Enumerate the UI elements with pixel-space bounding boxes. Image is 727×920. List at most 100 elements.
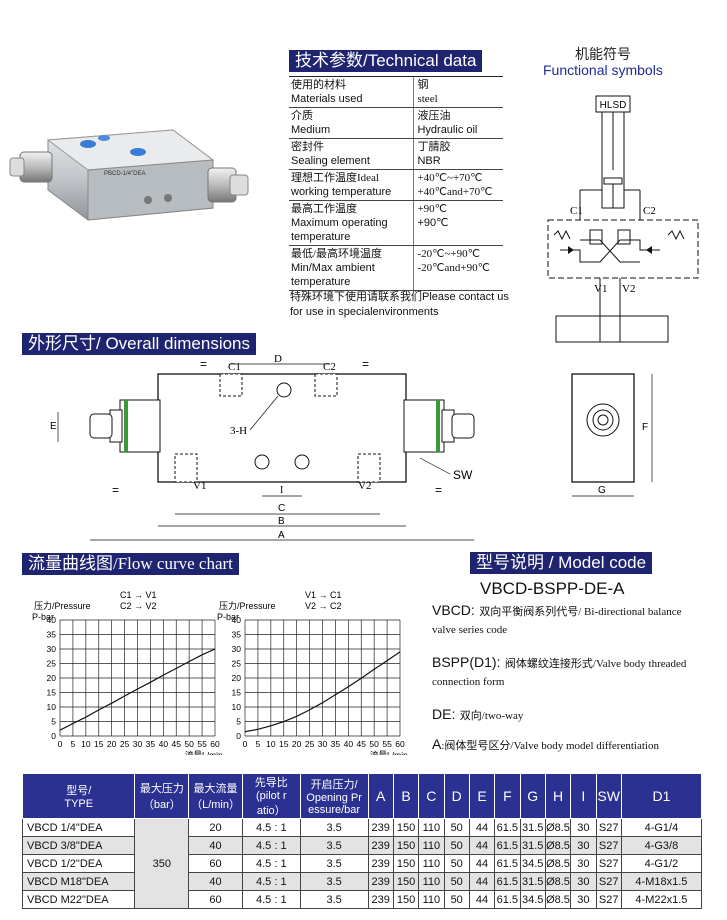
tech-value-cn: +40℃~+70℃ (417, 172, 483, 184)
dim-c1: C1 (228, 361, 241, 373)
cell-d: 50 (443, 854, 470, 873)
cell-b: 150 (392, 854, 420, 873)
cell-e: 44 (468, 872, 496, 891)
cell-g: 34.5 (519, 890, 546, 909)
y-axis-unit: P-bar (217, 612, 239, 622)
valve-photo: PBCD-1/4"DEA (9, 129, 249, 221)
cell-d1: 4-G1/2 (620, 854, 703, 873)
functional-symbol-diagram: HLSD C1 C2 V1 V2 (547, 95, 699, 343)
tech-value-cn: -20℃~+90℃ (417, 248, 480, 260)
cell-flow: 20 (188, 818, 243, 837)
dim-v1: V1 (193, 480, 206, 492)
cell-h: Ø8.5 (544, 872, 572, 891)
header-col-e: E (468, 773, 496, 819)
tech-label-en: Sealing element (291, 155, 370, 167)
header-col-f: F (494, 773, 521, 819)
cell-pilot: 4.5 : 1 (241, 854, 301, 873)
cell-i: 30 (570, 836, 597, 855)
cell-pilot: 4.5 : 1 (241, 836, 301, 855)
tech-value-cn: +90℃ (417, 203, 448, 215)
overall-header: 外形尺寸/ Overall dimensions (22, 333, 257, 355)
cell-f: 61.5 (494, 854, 521, 873)
cell-g: 31.5 (519, 872, 546, 891)
x-tick-label: 5 (256, 739, 261, 749)
cell-opening: 3.5 (299, 818, 369, 837)
dim-b: B (278, 516, 285, 527)
cell-d1: 4-M18x1.5 (620, 872, 703, 891)
cell-h: Ø8.5 (544, 854, 572, 873)
dim-f: F (642, 422, 648, 433)
y-tick-label: 5 (51, 717, 56, 727)
y-tick-label: 25 (232, 659, 242, 669)
cell-type: VBCD M22"DEA (21, 890, 136, 909)
y-tick-label: 10 (47, 702, 57, 712)
eq-mark: = (435, 483, 442, 497)
y-axis-unit: P-bar (32, 612, 54, 622)
cell-e: 44 (468, 890, 496, 909)
cell-pilot: 4.5 : 1 (241, 818, 301, 837)
y-tick-label: 25 (47, 659, 57, 669)
y-tick-label: 0 (236, 731, 241, 741)
x-tick-label: 25 (305, 739, 315, 749)
x-tick-label: 5 (71, 739, 76, 749)
cell-c: 110 (418, 818, 445, 837)
cell-g: 31.5 (519, 818, 546, 837)
y-tick-label: 15 (47, 688, 57, 698)
cell-flow: 40 (188, 872, 243, 891)
cell-sw: S27 (595, 872, 622, 891)
v1-label: V1 (594, 283, 607, 295)
tech-value-cn: 钢 (417, 79, 429, 91)
cell-flow: 60 (188, 890, 243, 909)
x-tick-label: 0 (58, 739, 63, 749)
cell-h: Ø8.5 (544, 890, 572, 909)
eq-mark: = (112, 483, 119, 497)
cell-type: VBCD 1/4"DEA (21, 818, 136, 837)
legend-line-1: V1 → C1 (305, 590, 342, 600)
dim-a: A (278, 530, 285, 541)
y-tick-label: 20 (47, 673, 57, 683)
cell-opening: 3.5 (299, 836, 369, 855)
y-tick-label: 35 (47, 630, 57, 640)
tech-value-cn: 丁腈胶 (417, 141, 451, 153)
x-tick-label: 20 (292, 739, 302, 749)
x-tick-label: 15 (94, 739, 104, 749)
cell-d: 50 (443, 872, 470, 891)
cell-c: 110 (418, 854, 445, 873)
cell-f: 61.5 (494, 890, 521, 909)
cell-b: 150 (392, 818, 420, 837)
cell-i: 30 (570, 854, 597, 873)
header-col-sw: SW (595, 773, 622, 819)
tech-label-en: Medium (291, 124, 331, 136)
cell-h: Ø8.5 (544, 836, 572, 855)
cell-flow: 40 (188, 836, 243, 855)
x-tick-label: 60 (395, 739, 405, 749)
cell-g: 34.5 (519, 854, 546, 873)
x-tick-label: 15 (279, 739, 289, 749)
cell-a: 239 (367, 836, 394, 855)
cell-i: 30 (570, 890, 597, 909)
cell-d: 50 (443, 818, 470, 837)
x-tick-label: 50 (184, 739, 194, 749)
header-col-a: A (367, 773, 394, 819)
tech-label-cn: 理想工作温度Ideal (291, 172, 379, 184)
tech-value-en: Hydraulic oil (417, 124, 478, 136)
model-key: DE: (432, 706, 456, 722)
cell-opening: 3.5 (299, 854, 369, 873)
x-tick-label: 25 (120, 739, 130, 749)
header-pressure: 最大压力（bar） (134, 773, 190, 819)
eq-mark: = (200, 357, 207, 371)
header-col-b: B (392, 773, 420, 819)
tech-value-en: steel (417, 93, 438, 105)
cell-pressure: 350 (134, 818, 190, 909)
cell-h: Ø8.5 (544, 818, 572, 837)
cell-e: 44 (468, 818, 496, 837)
x-tick-label: 60 (210, 739, 220, 749)
cell-c: 110 (418, 890, 445, 909)
